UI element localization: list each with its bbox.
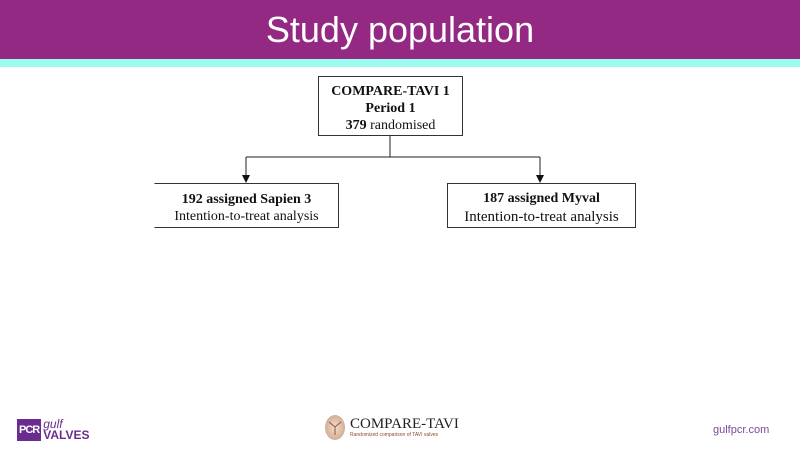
valves-text: VALVES (43, 427, 90, 442)
valve-icon (325, 415, 345, 440)
trial-name: COMPARE-TAVI 1 (331, 84, 450, 99)
pcr-mark: PCR (17, 418, 42, 441)
randomised-label: randomised (366, 118, 436, 133)
gulf-text: gulf (43, 416, 63, 431)
randomised-count: 379 (345, 118, 367, 133)
compare-tavi-tagline: Randomized comparison of TAVI valves (350, 432, 439, 438)
gulf-valves-logo: PCR gulf VALVES (17, 417, 89, 442)
header-band (0, 59, 800, 67)
box-randomised: COMPARE-TAVI 1 Period 1 379 randomised (318, 76, 463, 136)
myval-analysis: Intention-to-treat analysis (464, 209, 619, 225)
compare-tavi-logo: COMPARE-TAVI Randomized comparison of TA… (325, 415, 459, 440)
period: Period 1 (365, 101, 416, 116)
box-myval: 187 assigned Myval Intention-to-treat an… (447, 183, 636, 228)
compare-tavi-name: COMPARE-TAVI (350, 416, 459, 432)
box-sapien: 192 assigned Sapien 3 Intention-to-treat… (154, 183, 339, 228)
sapien-analysis: Intention-to-treat analysis (174, 209, 319, 224)
myval-assigned: 187 assigned Myval (483, 191, 600, 206)
arrow-right-icon (536, 175, 544, 183)
slide-title: Study population (0, 0, 800, 59)
arrow-left-icon (242, 175, 250, 183)
sapien-assigned: 192 assigned Sapien 3 (181, 192, 312, 207)
site-link[interactable]: gulfpcr.com (713, 424, 770, 436)
